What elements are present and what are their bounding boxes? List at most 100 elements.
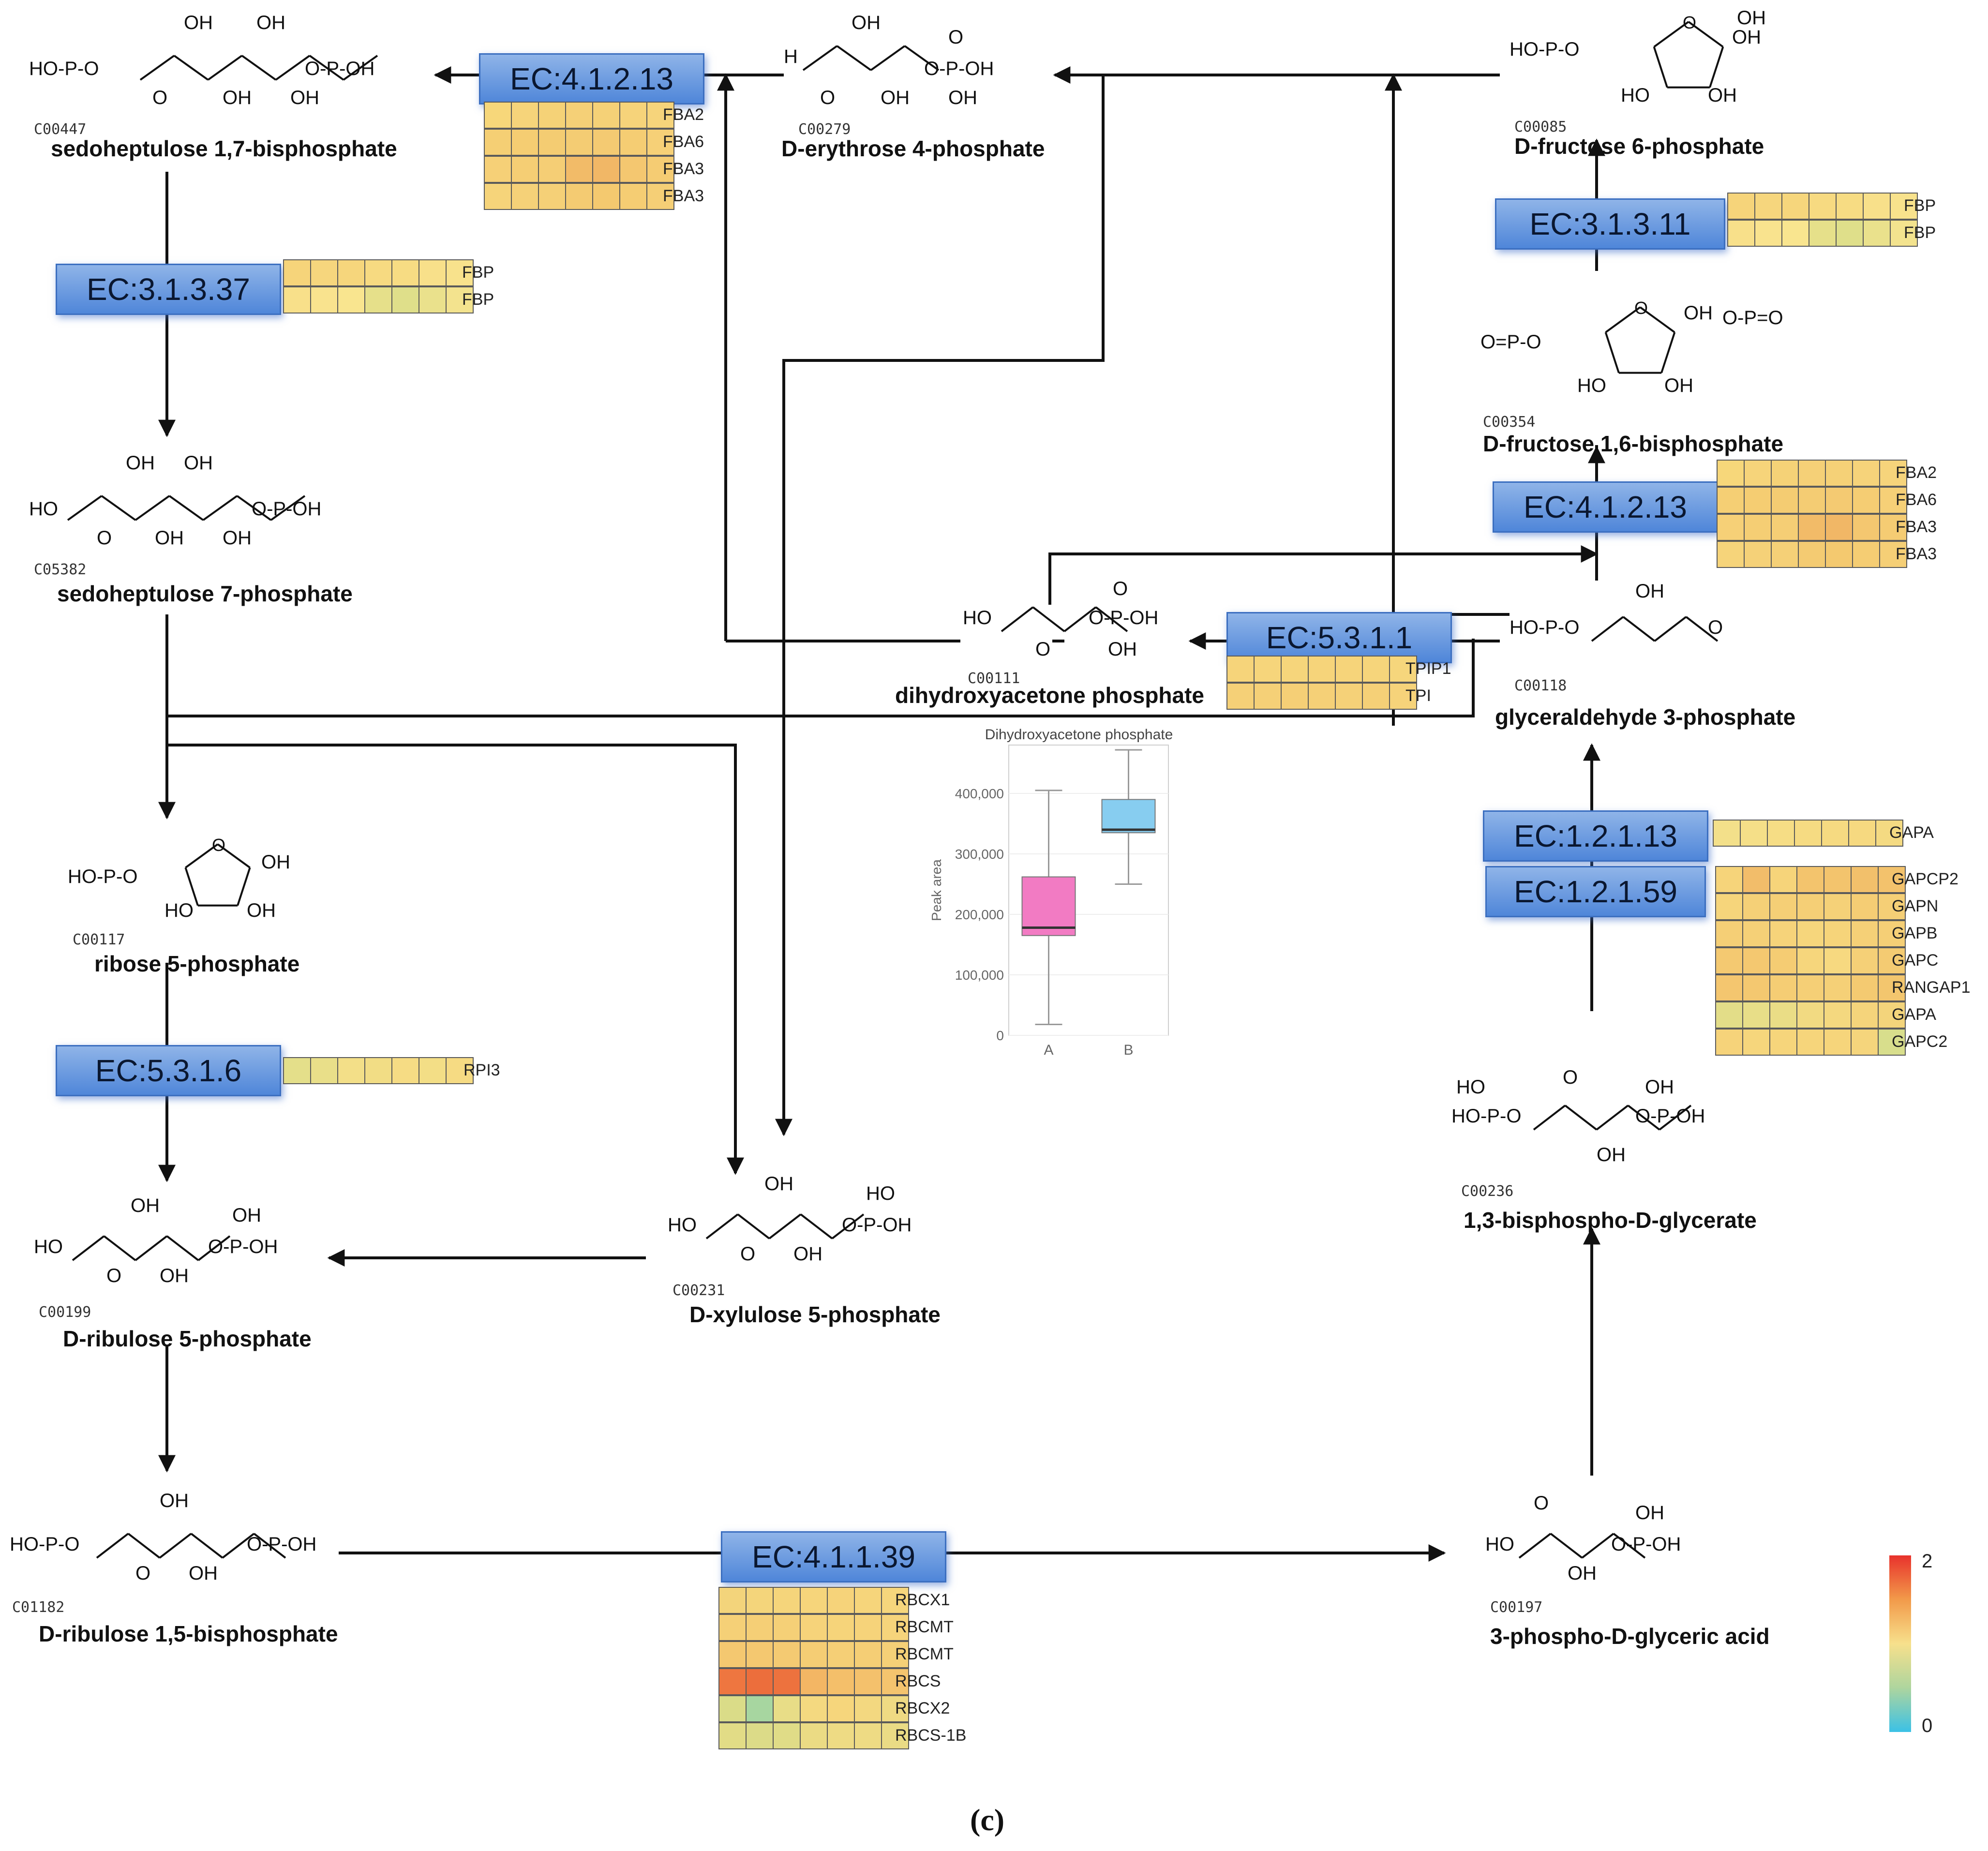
gene-label: FBP (462, 263, 494, 282)
gene-label: GAPN (1892, 897, 1939, 915)
heatmap-cell (1798, 514, 1826, 541)
bond (1581, 1533, 1614, 1559)
bond (127, 1533, 161, 1559)
atom-label: O (1035, 639, 1050, 660)
bond (1639, 306, 1675, 333)
heatmap-cell (1798, 487, 1826, 514)
atom-label: O (152, 87, 167, 108)
heatmap-cell (1769, 947, 1797, 974)
atom-label: OH (1732, 27, 1761, 48)
atom-label: HO (866, 1183, 895, 1204)
atom-label: O-P-OH (1635, 1105, 1705, 1127)
gene-label: GAPC (1892, 951, 1939, 970)
compound-code-e4p: C00279 (798, 121, 851, 138)
heatmap-cell (619, 129, 647, 156)
heatmap-cell (854, 1695, 882, 1722)
heatmap-cell (283, 286, 311, 313)
heatmap-cell (337, 286, 365, 313)
box-A (1021, 876, 1076, 936)
compound-name-bpg: 1,3-bisphospho-D-glycerate (1464, 1208, 1757, 1233)
heatmap-row (283, 259, 474, 286)
heatmap-cell (1744, 514, 1772, 541)
boxplot-title: Dihydroxyacetone phosphate (985, 727, 1173, 743)
bond (207, 55, 243, 81)
heatmap-cell (1825, 541, 1853, 568)
heatmap-row (1717, 514, 1907, 541)
enzyme-box-fba_right: EC:4.1.2.13 (1493, 481, 1718, 533)
atom-label: HO-P-O (1510, 39, 1579, 60)
gene-label: FBP (1904, 224, 1936, 242)
bond (1660, 332, 1676, 373)
heatmap-cell (337, 1057, 365, 1084)
heatmap-cell (746, 1587, 774, 1614)
heatmap-cell (1767, 820, 1795, 847)
bond (309, 55, 344, 81)
atom-label: HO (1621, 85, 1650, 106)
heatmap-cell (1717, 460, 1745, 487)
heatmap-cell (1851, 1001, 1879, 1029)
gene-label: FBA6 (1896, 491, 1937, 509)
heatmap-cell (1879, 487, 1907, 514)
colorbar-max-label: 2 (1922, 1551, 1932, 1572)
compound-name-ru5p: D-ribulose 5-phosphate (63, 1326, 312, 1351)
heatmap-cell (1742, 974, 1770, 1001)
heatmap-row (1715, 920, 1906, 947)
compound-name-rubp: D-ribulose 1,5-bisphosphate (39, 1621, 338, 1646)
heatmap-cell (1825, 460, 1853, 487)
x-tick-label: B (1123, 1042, 1133, 1058)
heatmap-cell (1863, 220, 1891, 247)
heatmap-cell (484, 102, 512, 129)
atom-label: OH (1635, 1502, 1664, 1523)
heatmap-row (718, 1722, 909, 1749)
heatmap-cell (1713, 820, 1741, 847)
gene-label: FBA6 (663, 133, 704, 151)
atom-label: OH (189, 1563, 218, 1584)
heatmap-row (718, 1614, 909, 1641)
heatmap-cell (881, 1641, 909, 1668)
atom-label: O (1708, 617, 1723, 638)
gene-label: RANGAP1 (1892, 978, 1971, 997)
heatmap-cell (565, 156, 593, 183)
heatmap-cell (1715, 974, 1743, 1001)
heatmap-cell (718, 1614, 747, 1641)
atom-label: O-P-OH (1611, 1534, 1681, 1555)
atom-label: HO (34, 1236, 63, 1257)
gene-label: GAPC2 (1892, 1032, 1948, 1051)
compound-code-rubp: C01182 (12, 1599, 65, 1616)
gene-label: GAPA (1889, 823, 1934, 842)
bond (800, 1213, 833, 1239)
heatmap-cell (484, 183, 512, 210)
atom-label: O-P-OH (842, 1214, 912, 1236)
heatmap-cell (1308, 683, 1336, 710)
bond (1564, 1105, 1598, 1131)
enzyme-box-fbp_right: EC:3.1.3.11 (1495, 198, 1725, 250)
heatmap-cell (1796, 1001, 1824, 1029)
box-B (1101, 799, 1156, 834)
heatmap-row (1715, 893, 1906, 920)
bond (1591, 616, 1624, 642)
heatmap-cell (773, 1614, 801, 1641)
heatmap-cell (592, 129, 620, 156)
gene-label: FBA3 (1896, 518, 1937, 536)
atom-label: HO-P-O (1451, 1105, 1521, 1127)
atom-label: OH (290, 87, 319, 108)
heatmap-row (718, 1641, 909, 1668)
atom-label: OH (1737, 7, 1766, 29)
heatmap-cell (1769, 920, 1797, 947)
gene-label: GAPA (1892, 1005, 1936, 1024)
bond (168, 495, 204, 521)
heatmap-cell (364, 1057, 392, 1084)
heatmap-cell (1744, 460, 1772, 487)
heatmap-cell (592, 102, 620, 129)
atom-label: OH (1645, 1076, 1674, 1098)
heatmap-cell (1796, 866, 1824, 893)
boxplot-ylabel: Peak area (929, 859, 944, 921)
bond (1685, 616, 1719, 642)
gene-label: FBP (1904, 196, 1936, 215)
heatmap-row (1226, 656, 1417, 683)
enzyme-box-fbp_left: EC:3.1.3.37 (56, 264, 281, 315)
heatmap-cell (1308, 656, 1336, 683)
compound-code-r5p: C00117 (73, 931, 125, 948)
heatmap-cell (773, 1722, 801, 1749)
heatmap-cell (1794, 820, 1822, 847)
